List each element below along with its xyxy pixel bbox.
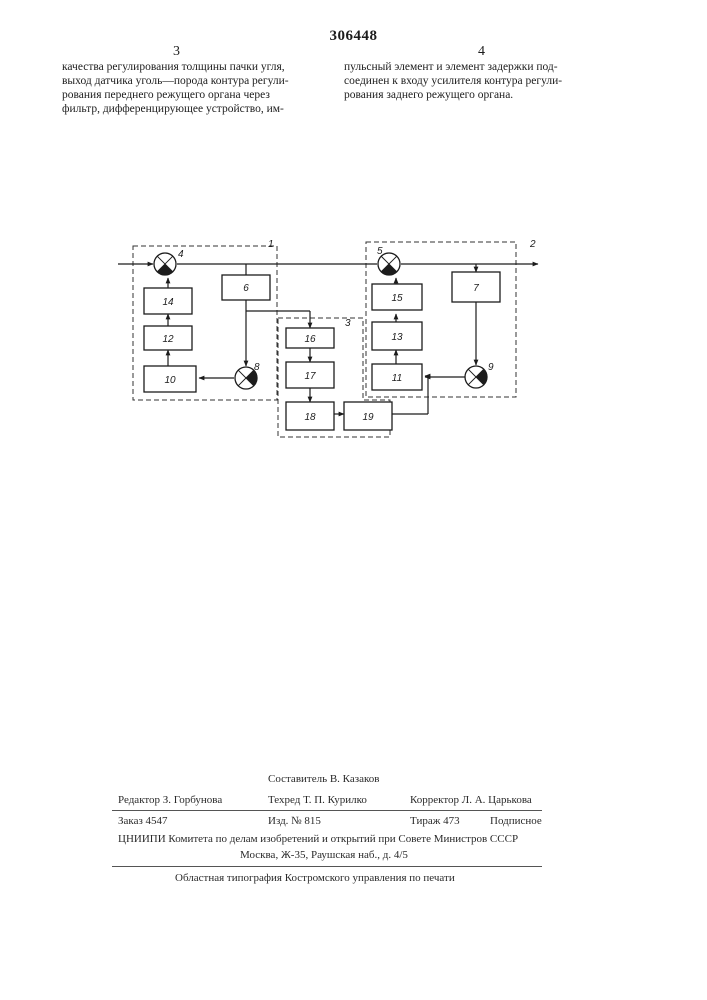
node-8-label: 8 [254,362,260,373]
block-18-label: 18 [304,412,316,423]
block-17-label: 17 [304,371,316,382]
block-15-label: 15 [391,293,403,304]
tirazh-count: Тираж 473 [410,815,460,827]
editor-line: Редактор З. Горбунова [118,794,222,806]
group-3-label: 3 [345,318,351,329]
printer-line: Областная типография Костромского управл… [175,872,455,884]
block-7-label: 7 [473,283,479,294]
block-11-label: 11 [392,373,402,384]
block-6-label: 6 [243,283,249,294]
podpisnoe-label: Подписное [490,815,542,827]
node-9-label: 9 [488,362,494,373]
block-12-label: 12 [162,334,174,345]
block-diagram: 14 12 10 6 16 17 18 19 15 13 11 7 4 5 8 … [0,0,707,460]
rule-bottom [112,866,542,867]
sum-node-4 [154,253,176,275]
address-line: Москва, Ж-35, Раушская наб., д. 4/5 [240,849,408,861]
block-19-label: 19 [362,412,374,423]
block-14-label: 14 [162,297,174,308]
sum-node-9 [465,366,487,388]
izd-number: Изд. № 815 [268,815,321,827]
organization-line: ЦНИИПИ Комитета по делам изобретений и о… [118,833,518,845]
group-2-label: 2 [529,239,536,250]
node-4-label: 4 [178,249,184,260]
rule-top [112,810,542,811]
order-number: Заказ 4547 [118,815,168,827]
block-13-label: 13 [391,332,403,343]
block-16-label: 16 [304,334,316,345]
block-10-label: 10 [164,375,176,386]
techred-line: Техред Т. П. Курилко [268,794,367,806]
node-5-label: 5 [377,246,383,257]
group-1-label: 1 [268,239,274,250]
compiler-line: Составитель В. Казаков [268,773,379,785]
corrector-line: Корректор Л. А. Царькова [410,794,532,806]
